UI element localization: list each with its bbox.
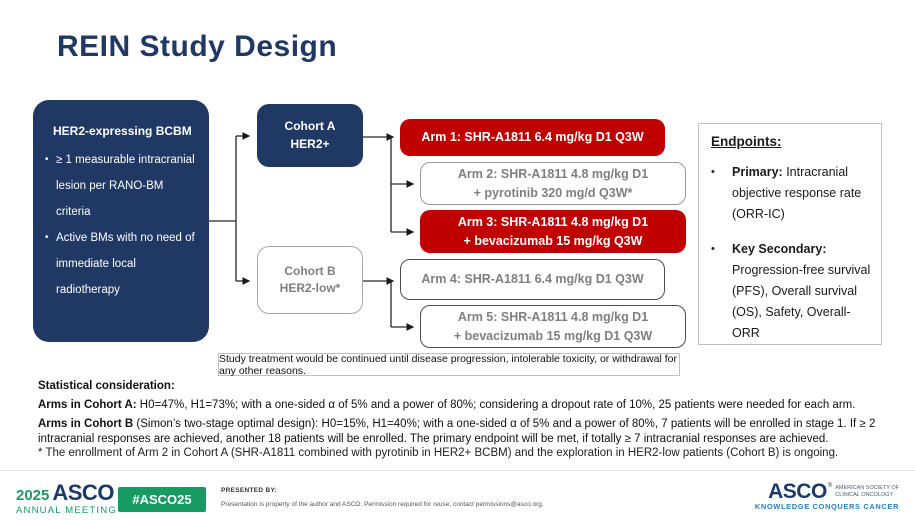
arm-1-box: Arm 1: SHR-A1811 6.4 mg/kg D1 Q3W [400,119,665,156]
hashtag-badge: #ASCO25 [118,487,206,512]
endpoint-desc: Progression-free survival (PFS), Overall… [732,263,871,340]
arm-1-line1: Arm 1: SHR-A1811 6.4 mg/kg D1 Q3W [421,130,644,145]
statistics-section: Statistical consideration: Arms in Cohor… [38,379,888,451]
treatment-note-box: Study treatment would be continued until… [218,352,680,377]
bullet-icon: • [711,166,715,178]
arm-5-box: Arm 5: SHR-A1811 4.8 mg/kg D1 + bevacizu… [420,305,686,348]
population-title: HER2-expressing BCBM [53,124,192,138]
endpoint-item: • Primary: Intracranial objective respon… [711,162,871,225]
treatment-note-text: Study treatment would be continued until… [219,352,677,377]
population-bullet: • ≥ 1 measurable intracranial lesion per… [45,147,197,225]
statistics-cohort-a-label: Arms in Cohort A: [38,399,137,411]
meeting-year: 2025 [16,487,50,504]
arm-4-line1: Arm 4: SHR-A1811 6.4 mg/kg D1 Q3W [421,272,644,287]
footnote: * The enrollment of Arm 2 in Cohort A (S… [38,447,839,459]
arm-2-line2: + pyrotinib 320 mg/d Q3W* [473,185,633,200]
endpoint-label: Primary: [732,165,783,179]
cohort-a-box: Cohort A HER2+ [257,104,363,167]
presented-by-label: PRESENTED BY: [221,487,278,494]
endpoint-label: Key Secondary: [732,242,827,256]
bullet-icon: • [711,243,715,255]
bullet-icon: • [45,154,49,165]
endpoints-title: Endpoints: [711,134,782,149]
arm-4-box: Arm 4: SHR-A1811 6.4 mg/kg D1 Q3W [400,259,665,300]
asco-meeting-logo-row: 2025 ASCO [16,480,117,505]
endpoint-text: Primary: Intracranial objective response… [732,162,871,225]
statistics-cohort-b: Arms in Cohort B (Simon’s two-stage opti… [38,417,888,447]
divider [0,470,915,471]
arm-3-line1: Arm 3: SHR-A1811 4.8 mg/kg D1 [457,215,649,230]
statistics-cohort-a-text: H0=47%, H1=73%; with a one-sided α of 5%… [136,399,856,411]
endpoint-desc: Intracranial objective response rate (OR… [732,165,862,221]
org-name: ASCO [768,480,827,503]
endpoints-box: Endpoints: • Primary: Intracranial objec… [698,123,882,345]
org-tagline-2: CLINICAL ONCOLOGY [835,491,894,498]
asco-org-logo: ASCO ® AMERICAN SOCIETY OF CLINICAL ONCO… [754,480,899,511]
population-box: HER2-expressing BCBM • ≥ 1 measurable in… [33,100,209,342]
arm-2-box: Arm 2: SHR-A1811 4.8 mg/kg D1 + pyrotini… [420,162,686,205]
cohort-b-box: Cohort B HER2-low* [257,246,363,314]
cohort-b-line2: HER2-low* [279,281,341,295]
arm-5-line1: Arm 5: SHR-A1811 4.8 mg/kg D1 [457,310,649,325]
cohort-a-line2: HER2+ [290,136,330,151]
arm-3-box: Arm 3: SHR-A1811 4.8 mg/kg D1 + bevacizu… [420,210,686,253]
meeting-org: ASCO [52,480,114,505]
population-bullet: • Active BMs with no need of immediate l… [45,225,197,303]
org-slogan: KNOWLEDGE CONQUERS CANCER [754,502,899,511]
meeting-name: ANNUAL MEETING [16,505,117,516]
arm-3-line2: + bevacizumab 15 mg/kg Q3W [463,233,643,248]
org-taglines: AMERICAN SOCIETY OF CLINICAL ONCOLOGY [835,483,899,498]
arm-5-line2: + bevacizumab 15 mg/kg D1 Q3W [453,328,653,343]
asco-meeting-logo: 2025 ASCO ANNUAL MEETING [16,480,117,517]
statistics-cohort-b-text: (Simon’s two-stage optimal design): H0=1… [38,418,876,445]
statistics-heading: Statistical consideration: [38,380,175,392]
cohort-a-line1: Cohort A [284,119,336,134]
endpoint-text: Key Secondary: Progression-free survival… [732,239,871,344]
endpoint-item: • Key Secondary: Progression-free surviv… [711,239,871,344]
statistics-cohort-b-label: Arms in Cohort B [38,418,134,430]
statistics-cohort-a: Arms in Cohort A: H0=47%, H1=73%; with a… [38,398,888,413]
asco-org-logo-row: ASCO ® AMERICAN SOCIETY OF CLINICAL ONCO… [755,480,899,503]
population-bullet-text: Active BMs with no need of immediate loc… [56,232,195,296]
permission-text: Presentation is property of the author a… [221,501,544,508]
population-bullet-text: ≥ 1 measurable intracranial lesion per R… [56,154,195,218]
bullet-icon: • [45,232,49,243]
arm-2-line1: Arm 2: SHR-A1811 4.8 mg/kg D1 [457,167,649,182]
registered-mark: ® [827,483,833,489]
org-tagline-1: AMERICAN SOCIETY OF [835,485,899,491]
page-title: REIN Study Design [57,30,338,63]
cohort-b-line1: Cohort B [284,263,336,278]
presented-by-block: PRESENTED BY: Presentation is property o… [221,487,581,508]
